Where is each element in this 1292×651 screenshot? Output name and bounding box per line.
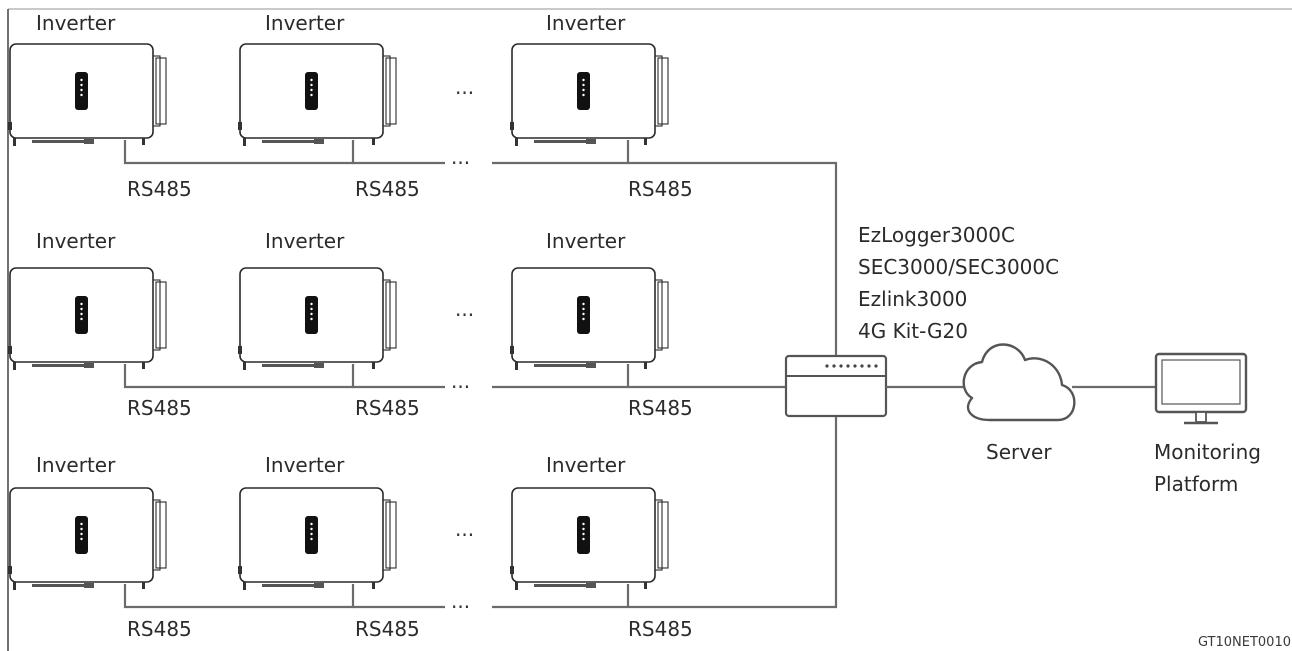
data-logger-icon — [784, 354, 888, 418]
gateway-label-sec3000: SEC3000/SEC3000C — [858, 255, 1059, 279]
rs485-cable — [123, 584, 355, 609]
inverter-icon — [237, 267, 397, 371]
inverter-label: Inverter — [36, 229, 116, 253]
monitor-icon — [1154, 352, 1248, 425]
ellipsis-mark: ··· — [451, 595, 470, 619]
monitoring-label-line2: Platform — [1154, 472, 1238, 496]
rs485-label: RS485 — [628, 177, 693, 201]
rs485-label: RS485 — [355, 617, 420, 641]
server-label: Server — [986, 440, 1052, 464]
inverter-label: Inverter — [265, 229, 345, 253]
inverter-icon — [509, 487, 669, 591]
row-3: Inverter Inverter Inverter ··· ··· RS485… — [7, 416, 838, 641]
inverter-icon — [7, 487, 167, 591]
inverter-icon — [237, 43, 397, 147]
inverter-icon — [7, 267, 167, 371]
gateway-labels: EzLogger3000C SEC3000/SEC3000C Ezlink300… — [858, 223, 1059, 343]
cloud-icon — [962, 343, 1076, 422]
figure-id: GT10NET0010 — [1198, 635, 1291, 650]
inverter-label: Inverter — [546, 229, 626, 253]
rs485-label: RS485 — [127, 177, 192, 201]
bus-cable — [628, 416, 838, 609]
rs485-label: RS485 — [628, 396, 693, 420]
inverter-icon — [237, 487, 397, 591]
rs485-cable — [123, 364, 355, 389]
inverter-icon — [7, 43, 167, 147]
ellipsis-mark: ··· — [451, 151, 470, 175]
rs485-cable — [123, 140, 355, 165]
ellipsis-mark: ··· — [455, 303, 474, 327]
rs485-label: RS485 — [355, 177, 420, 201]
inverter-label: Inverter — [265, 11, 345, 35]
ellipsis-mark: ··· — [455, 523, 474, 547]
inverter-label: Inverter — [36, 453, 116, 477]
inverter-icon — [509, 43, 669, 147]
gateway-label-4g-kit: 4G Kit-G20 — [858, 319, 968, 343]
row-1: Inverter Inverter Inverter ··· ··· RS485… — [7, 11, 838, 356]
inverter-label: Inverter — [265, 453, 345, 477]
inverter-label: Inverter — [546, 11, 626, 35]
rs485-label: RS485 — [628, 617, 693, 641]
gateway-label-ezlogger: EzLogger3000C — [858, 223, 1015, 247]
bus-cable — [628, 161, 838, 356]
rs485-label: RS485 — [355, 396, 420, 420]
inverter-label: Inverter — [36, 11, 116, 35]
rs485-label: RS485 — [127, 396, 192, 420]
row-2: Inverter Inverter Inverter ··· ··· RS485… — [7, 229, 786, 420]
ellipsis-mark: ··· — [451, 375, 470, 399]
rs485-label: RS485 — [127, 617, 192, 641]
monitoring-label-line1: Monitoring — [1154, 440, 1261, 464]
ellipsis-mark: ··· — [455, 81, 474, 105]
gateway-label-ezlink: Ezlink3000 — [858, 287, 967, 311]
inverter-label: Inverter — [546, 453, 626, 477]
inverter-icon — [509, 267, 669, 371]
